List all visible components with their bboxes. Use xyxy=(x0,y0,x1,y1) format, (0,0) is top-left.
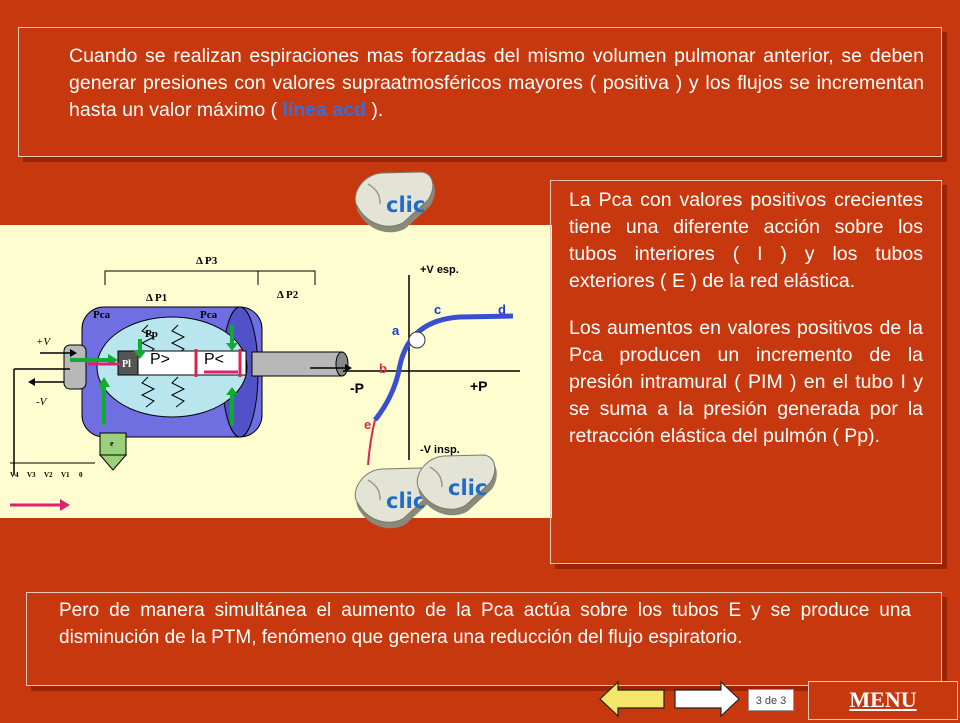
conclusion-text: Pero de manera simultánea el aumento de … xyxy=(59,600,911,648)
clic-button-2[interactable]: clic xyxy=(350,466,440,536)
intro-text-part1: Cuando se realizan espiraciones mas forz… xyxy=(69,45,924,121)
graph-point xyxy=(408,331,426,349)
flow-curve-lower xyxy=(367,419,376,466)
label-e: e xyxy=(364,417,371,432)
tick-v3: V3 xyxy=(27,471,36,479)
pl-label: Pl xyxy=(122,359,131,370)
v-minus-label: -V xyxy=(36,396,48,408)
delta-p3-label: Δ P3 xyxy=(196,255,218,267)
e-piston-label: e xyxy=(110,439,114,448)
clic-label-3: clic xyxy=(448,476,487,500)
lung-diagram: Δ P3 Δ P1 Δ P2 Pl P> P< Pp Pca Pca xyxy=(10,255,520,511)
intro-text-part2: ). xyxy=(365,99,384,121)
previous-slide-button[interactable] xyxy=(598,680,666,723)
tick-0: 0 xyxy=(79,471,83,479)
intro-panel: Cuando se realizan espiraciones mas forz… xyxy=(18,27,942,157)
explanation-text: La Pca con valores positivos crecientes … xyxy=(569,187,923,450)
arrow-right-icon xyxy=(674,680,740,718)
clic-button-3[interactable]: clic xyxy=(412,453,502,523)
clic-label-1: clic xyxy=(386,193,425,217)
page-indicator: 3 de 3 xyxy=(748,689,794,711)
intro-highlight: línea acd xyxy=(282,99,366,121)
next-slide-button[interactable] xyxy=(673,680,741,723)
tick-v4: V4 xyxy=(10,471,19,479)
pca-left-label: Pca xyxy=(93,309,111,321)
explanation-panel: La Pca con valores positivos crecientes … xyxy=(550,180,942,564)
menu-button[interactable]: MENU xyxy=(808,681,958,720)
menu-label: MENU xyxy=(849,687,917,712)
intro-text: Cuando se realizan espiraciones mas forz… xyxy=(69,43,924,124)
flow-curve xyxy=(373,313,514,422)
graph-y-bottom: -V insp. xyxy=(420,444,460,456)
label-b: b xyxy=(379,361,387,376)
label-a: a xyxy=(392,323,400,338)
arrow-left-icon xyxy=(599,680,665,718)
p-less-label: P< xyxy=(204,351,224,368)
graph-y-top: +V esp. xyxy=(420,264,459,276)
delta-p1-label: Δ P1 xyxy=(146,292,167,304)
p-greater-label: P> xyxy=(150,351,170,368)
pca-right-label: Pca xyxy=(200,309,218,321)
label-c: c xyxy=(434,302,441,317)
tick-v2: V2 xyxy=(44,471,53,479)
graph-x-left: -P xyxy=(350,380,364,396)
explanation-paragraph-2: Los aumentos en valores positivos de la … xyxy=(569,317,923,447)
tick-v1: V1 xyxy=(61,471,70,479)
clic-button-1[interactable]: clic xyxy=(350,170,440,240)
diagram-figure: Δ P3 Δ P1 Δ P2 Pl P> P< Pp Pca Pca xyxy=(0,225,552,518)
pp-label: Pp xyxy=(145,328,158,340)
delta-p2-label: Δ P2 xyxy=(277,289,299,301)
v-plus-label: +V xyxy=(36,336,51,348)
graph-x-right: +P xyxy=(470,378,488,394)
clic-label-2: clic xyxy=(386,489,425,513)
conclusion-panel: Pero de manera simultánea el aumento de … xyxy=(26,592,942,686)
explanation-paragraph-1: La Pca con valores positivos crecientes … xyxy=(569,189,923,292)
label-d: d xyxy=(498,302,506,317)
